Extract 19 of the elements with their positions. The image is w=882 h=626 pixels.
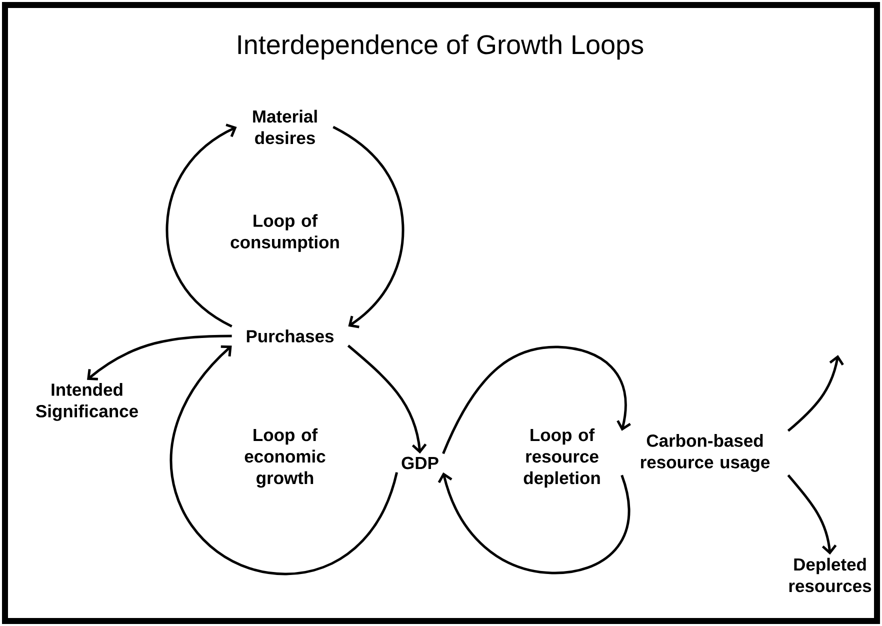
arrow: [87, 334, 232, 380]
node-label: Purchases: [246, 330, 334, 342]
arrow: [347, 344, 427, 454]
node-label: Carbon-based resource usage: [641, 434, 770, 472]
node-label: GDP: [402, 456, 438, 470]
loop-label: Loop of economic growth: [244, 428, 326, 488]
arrow: [438, 472, 630, 574]
arrow: [332, 126, 404, 328]
arrow: [170, 345, 398, 576]
title: Interdependence of Growth Loops: [238, 34, 644, 60]
node-label: Intended Significance: [36, 383, 138, 421]
node-label: Depleted resources: [789, 558, 872, 592]
arrow: [787, 474, 837, 555]
loop-label: Loop of resource depletion: [524, 428, 600, 488]
arrow: [787, 355, 844, 432]
arrow: [166, 124, 237, 328]
node-label: Material desires: [253, 110, 317, 144]
arrow: [442, 346, 631, 454]
loop-label: Loop of consumption: [230, 214, 339, 252]
